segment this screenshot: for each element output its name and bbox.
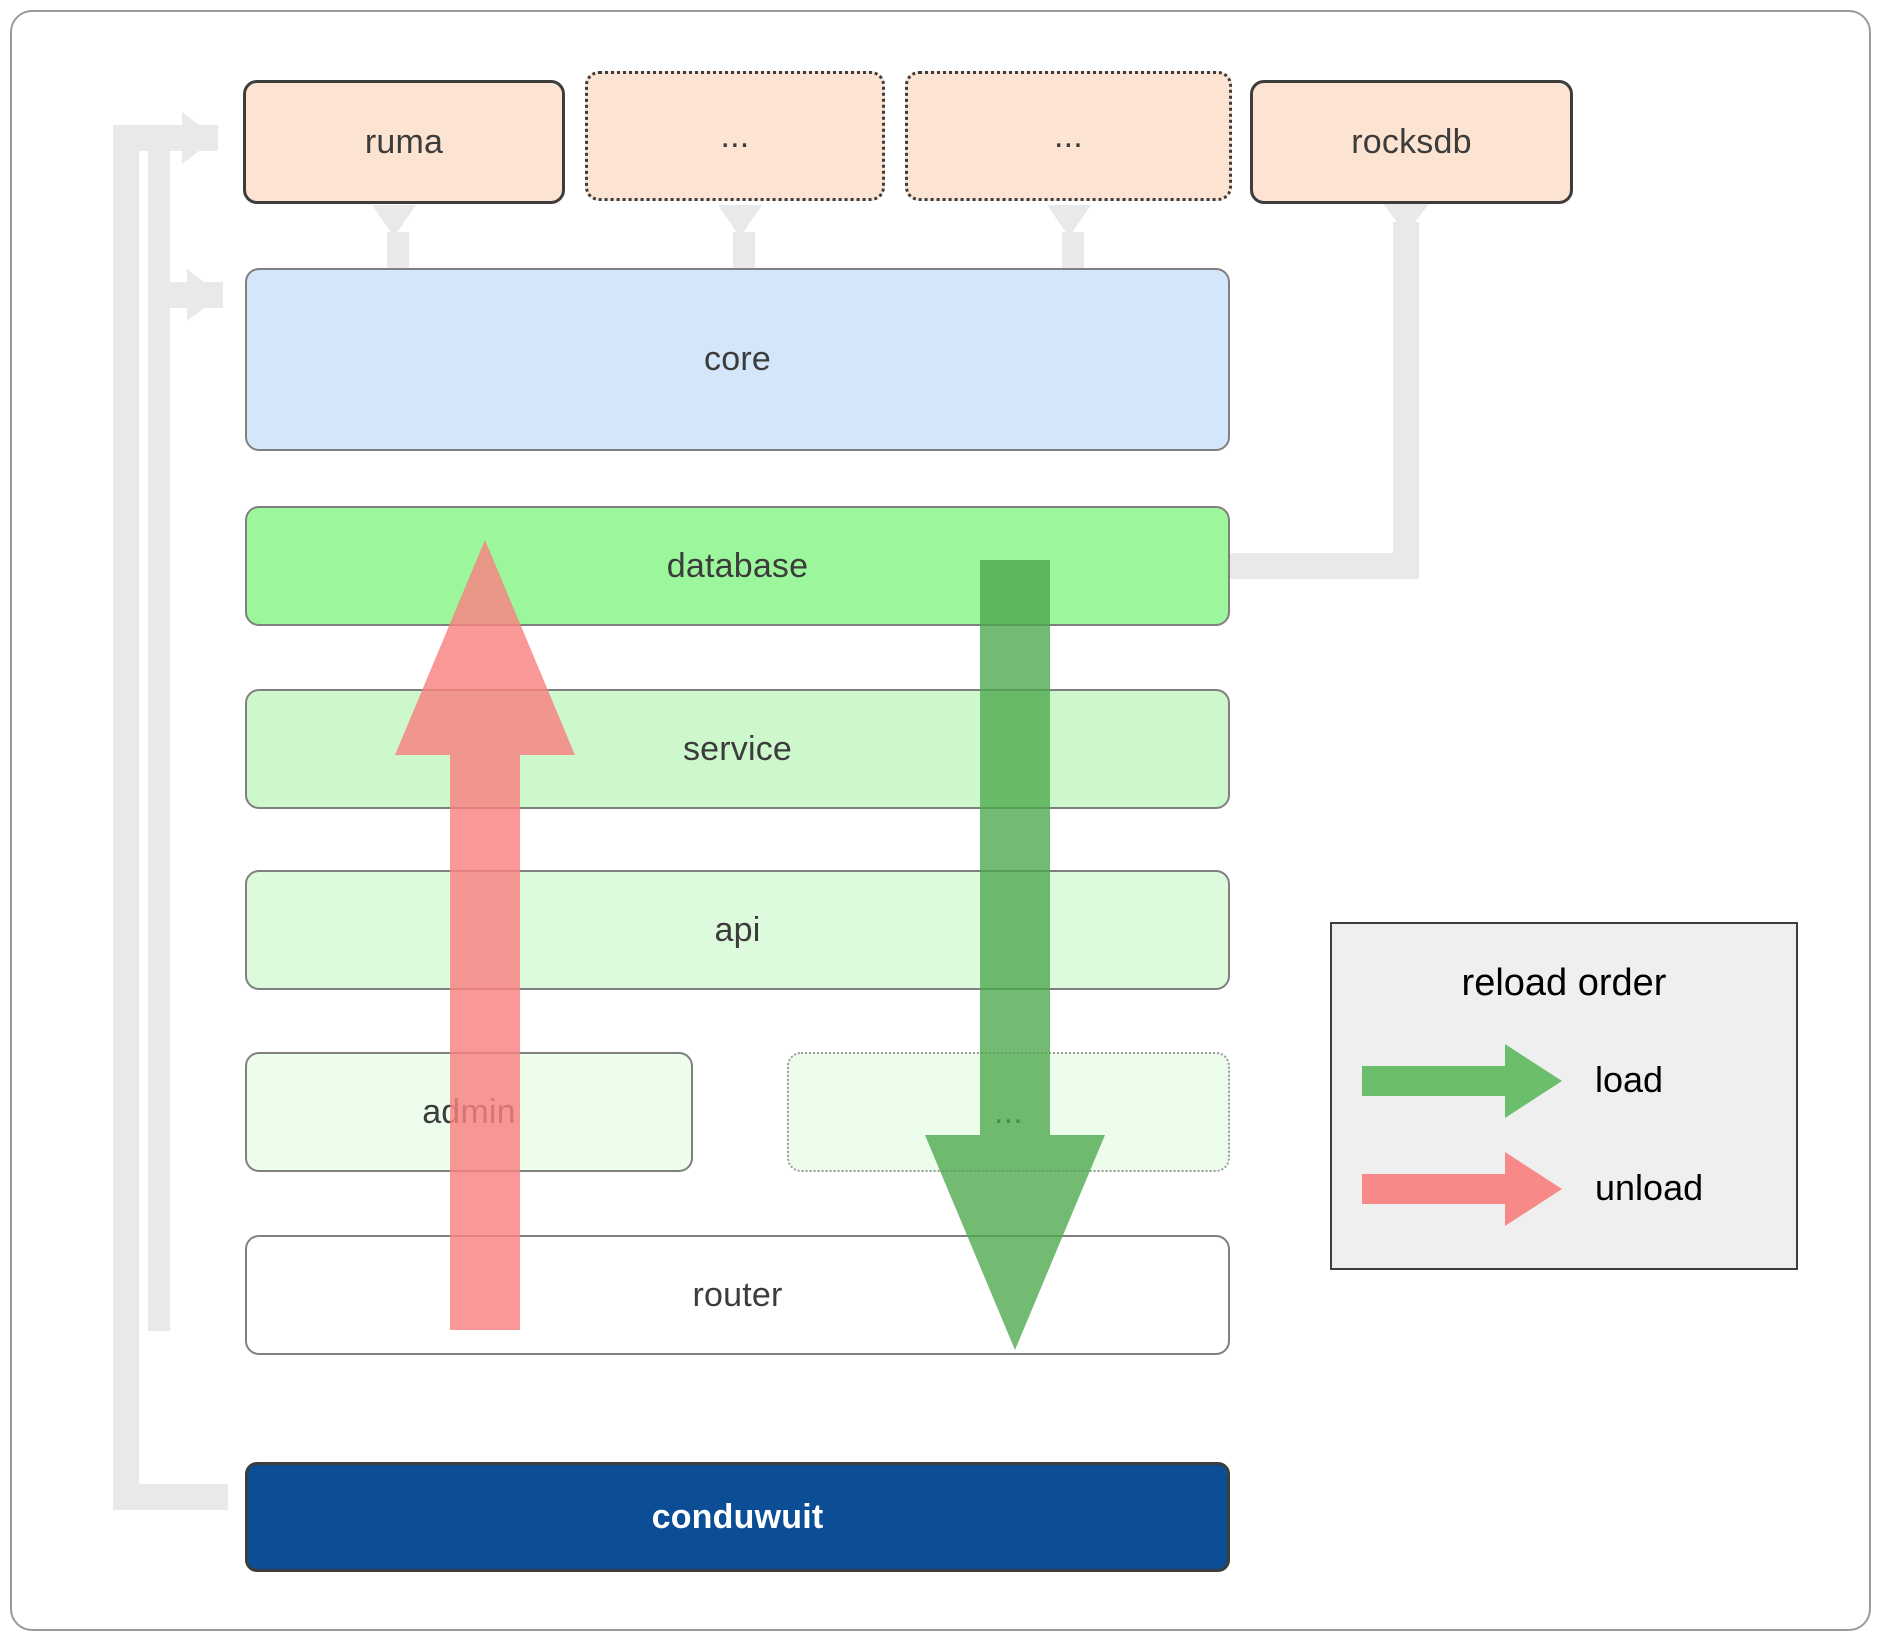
connector-spine-to-conduwuit <box>113 1484 228 1510</box>
connector-database-elbow <box>1193 553 1419 579</box>
connector-inner-vertical <box>148 151 170 1331</box>
connector-arrow-to-core <box>187 269 221 321</box>
layer-label-core: core <box>704 340 771 378</box>
layer-label-router: router <box>692 1275 783 1314</box>
legend-unload-label: unload <box>1595 1167 1704 1208</box>
layer-label-database: database <box>666 546 809 585</box>
unload-arrow <box>395 540 575 1330</box>
crate-label-dots1: ... <box>720 116 750 155</box>
legend-load-label: load <box>1595 1059 1664 1100</box>
crate-label-rocksdb: rocksdb <box>1351 122 1472 161</box>
layer-label-api: api <box>714 910 761 949</box>
crate-box-dots2[interactable]: ... <box>905 71 1232 201</box>
connector-spine-vertical <box>113 125 139 1510</box>
legend-title: reload order <box>1461 962 1667 1004</box>
crate-box-ruma[interactable]: ruma <box>243 80 565 204</box>
connector-core-to-dots1-head <box>718 205 762 237</box>
layer-box-api[interactable]: api <box>245 870 1230 990</box>
crate-label-ruma: ruma <box>364 122 444 161</box>
layer-label-service: service <box>682 729 793 768</box>
connector-arrow-to-ruma <box>182 112 216 164</box>
connector-core-to-dots2-head <box>1047 205 1091 237</box>
load-arrow <box>925 560 1105 1350</box>
layer-box-core[interactable]: core <box>245 268 1230 451</box>
connector-core-to-ruma-head <box>372 205 416 237</box>
legend-unload-arrow-icon <box>1362 1152 1562 1226</box>
crate-box-rocksdb[interactable]: rocksdb <box>1250 80 1573 204</box>
legend-load-arrow-icon <box>1362 1044 1562 1118</box>
layer-box-router[interactable]: router <box>245 1235 1230 1355</box>
root-label-conduwuit: conduwuit <box>651 1497 824 1536</box>
crate-box-dots1[interactable]: ... <box>585 71 885 201</box>
connector-database-up <box>1393 222 1419 579</box>
root-box-conduwuit[interactable]: conduwuit <box>245 1462 1230 1572</box>
connector-arrow-to-rocksdb <box>1380 200 1432 234</box>
layer-box-database[interactable]: database <box>245 506 1230 626</box>
legend-panel: reload order load unload <box>1330 922 1798 1270</box>
crate-label-dots2: ... <box>1054 116 1083 155</box>
